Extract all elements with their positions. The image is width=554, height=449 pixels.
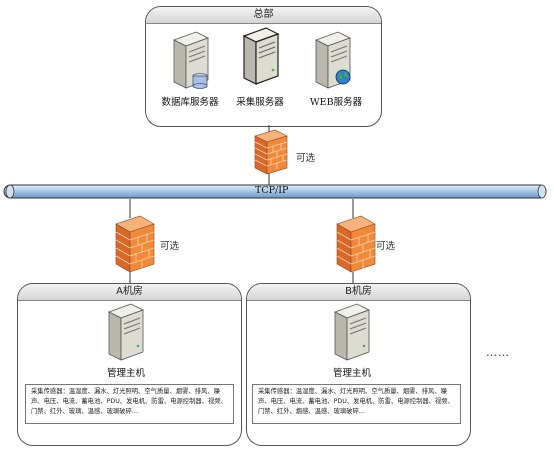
more-rooms-ellipsis: …… xyxy=(486,346,510,359)
room-b-title: B机房 xyxy=(247,284,470,301)
room-a-title: A机房 xyxy=(18,284,241,301)
tcpip-label: TCP/IP xyxy=(255,185,289,196)
collection-server-label: 采集服务器 xyxy=(236,97,284,108)
room-b-host-icon xyxy=(333,303,371,361)
web-server-label: WEB服务器 xyxy=(309,97,363,108)
database-server-icon xyxy=(172,31,210,89)
web-server-icon xyxy=(314,31,352,89)
firewall-icon-room-b xyxy=(336,215,376,273)
collection-server-icon xyxy=(242,27,280,85)
firewall-icon-room-a xyxy=(115,215,155,273)
room-b-host-label: 管理主机 xyxy=(332,368,371,379)
firewall-optional-label-top: 可选 xyxy=(296,153,316,164)
database-server-label: 数据库服务器 xyxy=(161,97,219,108)
room-a-host-label: 管理主机 xyxy=(106,368,145,379)
room-b-sensor-list: 采集传感器：温湿度、漏水、灯光照明、空气质量、烟雾、排风、噪声、电压、电流、蓄电… xyxy=(252,384,461,424)
room-a-host-icon xyxy=(107,303,145,361)
firewall-icon-top xyxy=(254,129,288,175)
firewall-optional-label-room-a: 可选 xyxy=(160,241,180,252)
room-a-sensor-list: 采集传感器：温湿度、漏水、灯光照明、空气质量、烟雾、排风、噪声、电压、电流、蓄电… xyxy=(25,384,234,424)
firewall-optional-label-room-b: 可选 xyxy=(376,241,396,252)
headquarters-title: 总部 xyxy=(146,7,381,24)
tcpip-bus xyxy=(3,184,547,199)
